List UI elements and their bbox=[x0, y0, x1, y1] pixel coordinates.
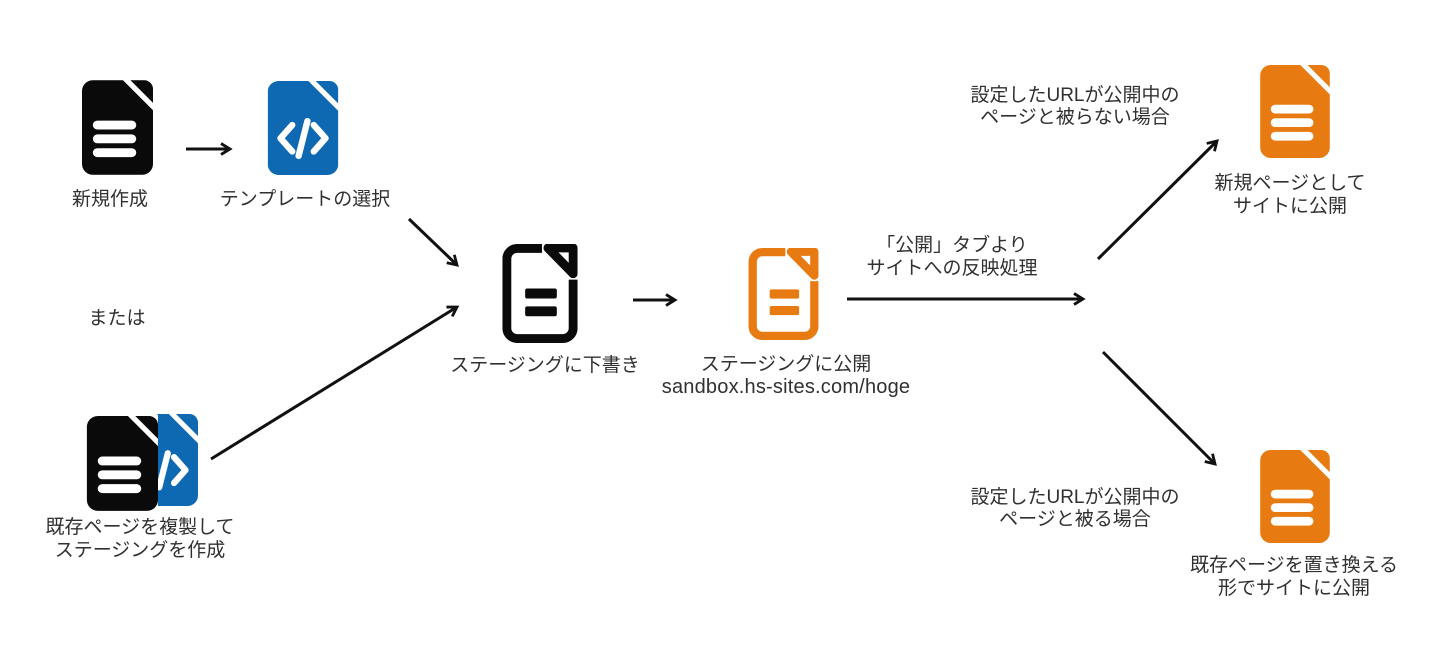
publish-as-new-label: 新規ページとして サイトに公開 bbox=[1214, 172, 1365, 218]
duplicate-documents-icon bbox=[82, 411, 200, 507]
duplicate-existing-label: 既存ページを複製して ステージングを作成 bbox=[45, 516, 234, 562]
publish-replace-label-line1: 既存ページを置き換える bbox=[1189, 555, 1399, 576]
staging-draft-label: ステージングに下書き bbox=[450, 355, 640, 376]
staging-publish-label: ステージングに公開 sandbox.hs-sites.com/hoge bbox=[662, 353, 910, 399]
arrow-split-up bbox=[1096, 139, 1219, 261]
publish-replace-label: 既存ページを置き換える 形でサイトに公開 bbox=[1190, 554, 1398, 600]
condition-conflict-line1: 設定したURLが公開中の bbox=[970, 487, 1180, 508]
arrow-duplicate-to-draft bbox=[210, 305, 460, 461]
publish-as-new-label-line1: 新規ページとして bbox=[1214, 173, 1366, 194]
document-icon bbox=[82, 80, 153, 175]
condition-conflict-line2: ページと被る場合 bbox=[999, 509, 1151, 530]
arrow-template-to-draft bbox=[407, 217, 459, 267]
code-document-icon bbox=[267, 81, 339, 175]
document-icon bbox=[1258, 65, 1332, 158]
select-template-label: テンプレートの選択 bbox=[219, 189, 391, 210]
condition-no-conflict: 設定したURLが公開中の ページと被らない場合 bbox=[970, 85, 1179, 129]
condition-conflict: 設定したURLが公開中の ページと被る場合 bbox=[970, 487, 1179, 531]
or-label: または bbox=[88, 308, 146, 329]
staging-publish-url: sandbox.hs-sites.com/hoge bbox=[661, 376, 911, 398]
duplicate-existing-label-line2: ステージングを作成 bbox=[54, 540, 226, 561]
publish-tab-note-line1: 「公開」タブより bbox=[876, 235, 1028, 256]
condition-no-conflict-line2: ページと被らない場合 bbox=[980, 107, 1170, 128]
publish-tab-note-line2: サイトへの反映処理 bbox=[866, 258, 1038, 279]
document-icon bbox=[1258, 450, 1332, 543]
publish-replace-label-line2: 形でサイトに公開 bbox=[1217, 578, 1370, 599]
duplicate-existing-label-line1: 既存ページを複製して bbox=[45, 517, 235, 538]
publish-as-new-label-line2: サイトに公開 bbox=[1232, 196, 1347, 217]
condition-no-conflict-line1: 設定したURLが公開中の bbox=[970, 85, 1180, 106]
document-icon bbox=[77, 406, 158, 511]
create-new-label: 新規作成 bbox=[71, 189, 149, 210]
staging-publish-label-line1: ステージングに公開 bbox=[700, 354, 872, 375]
publish-tab-note: 「公開」タブより サイトへの反映処理 bbox=[866, 234, 1037, 280]
arrow-split-down bbox=[1101, 350, 1217, 466]
document-outline-icon bbox=[747, 248, 820, 340]
document-outline-icon bbox=[501, 244, 579, 343]
